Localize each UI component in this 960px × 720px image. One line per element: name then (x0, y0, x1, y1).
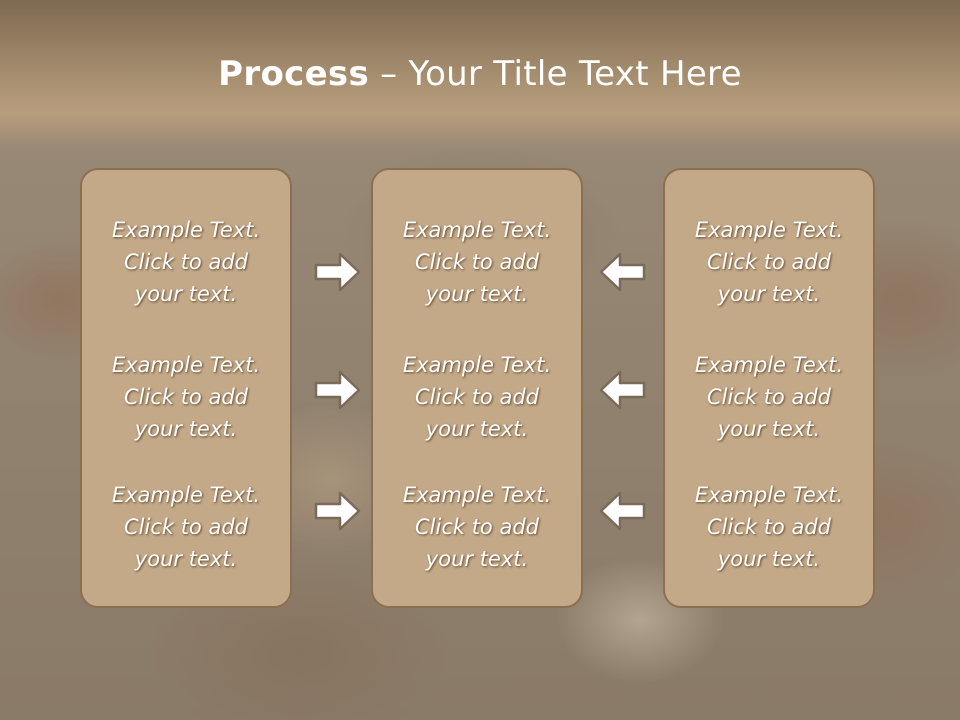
text-line: Click to add (123, 385, 248, 409)
text-line: your text. (717, 547, 821, 571)
arrow-right-icon (314, 491, 361, 531)
text-line: your text. (134, 282, 238, 306)
text-line: Click to add (414, 250, 539, 274)
text-line: Example Text. (694, 483, 844, 507)
title-rest: – Your Title Text Here (369, 54, 742, 94)
text-line: your text. (425, 547, 529, 571)
panel-2-text-2[interactable]: Example Text. Click to add your text. (373, 349, 581, 445)
panel-1-text-2[interactable]: Example Text. Click to add your text. (82, 349, 290, 445)
text-line: your text. (717, 417, 821, 441)
text-line: Example Text. (111, 353, 261, 377)
title-bold: Process (218, 54, 370, 94)
panel-1-text-1[interactable]: Example Text. Click to add your text. (82, 214, 290, 310)
arrow-left-icon (599, 252, 646, 292)
process-panel-2[interactable]: Example Text. Click to add your text. Ex… (371, 168, 583, 608)
text-line: your text. (425, 417, 529, 441)
arrow-left-icon (599, 491, 646, 531)
text-line: your text. (134, 547, 238, 571)
text-line: Click to add (123, 250, 248, 274)
text-line: your text. (425, 282, 529, 306)
panel-2-text-1[interactable]: Example Text. Click to add your text. (373, 214, 581, 310)
panel-3-text-3[interactable]: Example Text. Click to add your text. (665, 479, 873, 575)
text-line: Example Text. (111, 218, 261, 242)
arrow-right-icon (314, 252, 361, 292)
arrow-left-icon (599, 370, 646, 410)
text-line: Click to add (414, 515, 539, 539)
panel-3-text-1[interactable]: Example Text. Click to add your text. (665, 214, 873, 310)
process-panel-1[interactable]: Example Text. Click to add your text. Ex… (80, 168, 292, 608)
arrow-right-icon (314, 370, 361, 410)
text-line: Example Text. (402, 218, 552, 242)
text-line: Click to add (414, 385, 539, 409)
panel-1-text-3[interactable]: Example Text. Click to add your text. (82, 479, 290, 575)
text-line: Click to add (706, 250, 831, 274)
text-line: Example Text. (402, 353, 552, 377)
slide-title[interactable]: Process – Your Title Text Here (0, 54, 960, 94)
text-line: Example Text. (694, 218, 844, 242)
text-line: Example Text. (694, 353, 844, 377)
text-line: Click to add (123, 515, 248, 539)
text-line: your text. (134, 417, 238, 441)
text-line: Example Text. (402, 483, 552, 507)
text-line: Example Text. (111, 483, 261, 507)
title-band (0, 0, 960, 150)
process-panel-3[interactable]: Example Text. Click to add your text. Ex… (663, 168, 875, 608)
panel-2-text-3[interactable]: Example Text. Click to add your text. (373, 479, 581, 575)
panel-3-text-2[interactable]: Example Text. Click to add your text. (665, 349, 873, 445)
text-line: Click to add (706, 385, 831, 409)
text-line: your text. (717, 282, 821, 306)
text-line: Click to add (706, 515, 831, 539)
